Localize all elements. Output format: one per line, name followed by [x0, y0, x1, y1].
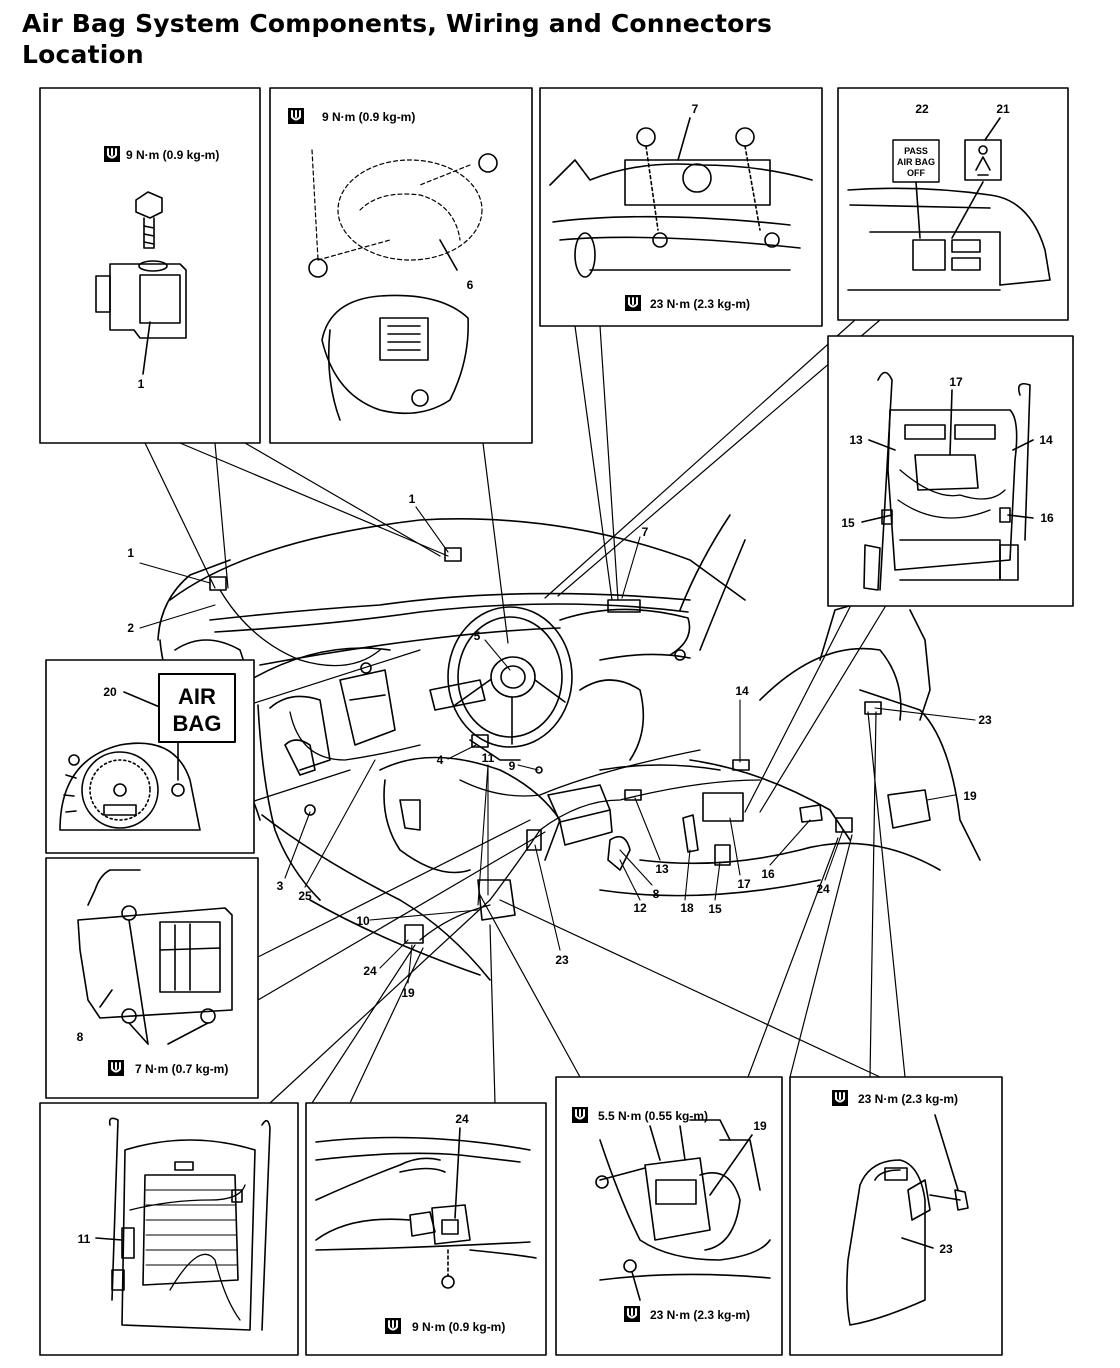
buckle-torque-bottom: 23 N·m (2.3 kg-m) [650, 1308, 750, 1322]
steering-torque-spec: 9 N·m (0.9 kg-m) [322, 110, 415, 124]
main-label-7: 7 [642, 525, 649, 539]
seat-label-13: 13 [849, 433, 863, 447]
driver-seat-label-11: 11 [78, 1232, 91, 1246]
meter-label-20: 20 [103, 685, 117, 699]
buckle-torque-top: 5.5 N·m (0.55 kg-m) [598, 1109, 708, 1123]
seat-label-14: 14 [1039, 433, 1053, 447]
main-label-1b: 1 [409, 492, 416, 506]
torque-icon [384, 1317, 402, 1335]
main-label-18: 18 [680, 901, 694, 915]
title-line-2: Location [22, 40, 144, 69]
main-label-1a: 1 [127, 546, 134, 560]
sensor-torque-spec: 9 N·m (0.9 kg-m) [126, 148, 219, 162]
meter-sign-line-2: BAG [173, 711, 222, 736]
main-label-10: 10 [356, 914, 370, 928]
panel-pass-air-bag-indicator: 22 21 PASS AIR BAG OFF [837, 87, 1069, 321]
callout-leaders [144, 319, 906, 1104]
air-bag-warning-sign [158, 673, 236, 743]
main-label-14: 14 [735, 684, 749, 698]
main-label-12: 12 [633, 901, 647, 915]
main-label-2: 2 [127, 621, 134, 635]
main-view-callouts [139, 506, 976, 984]
main-label-4: 4 [437, 753, 444, 767]
torque-icon [107, 1059, 125, 1077]
seat-label-17: 17 [949, 375, 963, 389]
indicator-sign-line-2: AIR BAG [897, 157, 935, 167]
pass-air-bag-off-sign [892, 139, 940, 183]
torque-icon [624, 294, 642, 312]
pretensioner-label-23: 23 [939, 1242, 953, 1256]
main-label-16: 16 [761, 867, 775, 881]
connector-torque-spec: 9 N·m (0.9 kg-m) [412, 1320, 505, 1334]
torque-icon [831, 1089, 849, 1107]
main-label-13: 13 [655, 862, 669, 876]
indicator-label-22: 22 [915, 102, 929, 116]
pretensioner-torque-spec: 23 N·m (2.3 kg-m) [858, 1092, 958, 1106]
panel-sdm-unit: 8 7 N·m (0.7 kg-m) [45, 857, 259, 1099]
passenger-label-7: 7 [692, 102, 699, 116]
seat-occupant-icon [964, 139, 1002, 181]
main-label-5: 5 [474, 629, 481, 643]
main-label-8: 8 [653, 887, 660, 901]
connector-label-24: 24 [455, 1112, 469, 1126]
torque-icon [103, 145, 121, 163]
main-label-3: 3 [277, 879, 284, 893]
title-line-1: Air Bag System Components, Wiring and Co… [22, 9, 773, 38]
page-title: Air Bag System Components, Wiring and Co… [22, 8, 772, 70]
main-label-23a: 23 [978, 713, 992, 727]
main-label-17: 17 [737, 877, 751, 891]
seat-label-16: 16 [1040, 511, 1054, 525]
panel-driver-seat: 11 [39, 1102, 299, 1356]
panel-connector-24: 24 9 N·m (0.9 kg-m) [305, 1102, 547, 1356]
torque-icon [571, 1106, 589, 1124]
main-label-25: 25 [298, 889, 312, 903]
panel-instrument-meter: 20 AIR BAG [45, 659, 255, 854]
meter-sign-line-1: AIR [178, 684, 216, 709]
main-label-24a: 24 [816, 882, 830, 896]
torque-icon [623, 1305, 641, 1323]
indicator-label-21: 21 [996, 102, 1010, 116]
torque-icon [287, 107, 305, 125]
passenger-torque-spec: 23 N·m (2.3 kg-m) [650, 297, 750, 311]
main-label-19a: 19 [963, 789, 977, 803]
indicator-sign-line-1: PASS [904, 146, 928, 156]
panel-seat-belt-buckle: 5.5 N·m (0.55 kg-m) 19 23 N·m (2.3 kg-m) [555, 1076, 783, 1356]
steering-label-6: 6 [467, 278, 474, 292]
panel-passenger-module: 7 23 N·m (2.3 kg-m) [539, 87, 823, 327]
sdm-torque-spec: 7 N·m (0.7 kg-m) [135, 1062, 228, 1076]
main-label-9: 9 [509, 759, 516, 773]
main-label-15: 15 [708, 902, 722, 916]
panel-front-sensor: 9 N·m (0.9 kg-m) 1 [39, 87, 261, 444]
sensor-label-1: 1 [138, 377, 145, 391]
main-label-24b: 24 [363, 964, 377, 978]
buckle-label-19: 19 [753, 1119, 767, 1133]
panel-pretensioner: 23 N·m (2.3 kg-m) 23 [789, 1076, 1003, 1356]
indicator-sign-line-3: OFF [907, 168, 925, 178]
main-label-23b: 23 [555, 953, 569, 967]
sdm-label-8: 8 [77, 1030, 84, 1044]
panel-steering-module: 9 N·m (0.9 kg-m) 6 [269, 87, 533, 444]
seat-label-15: 15 [841, 516, 855, 530]
main-label-11: 11 [482, 751, 495, 765]
panel-passenger-seat: 17 13 14 15 16 [827, 335, 1074, 607]
main-label-19b: 19 [401, 986, 415, 1000]
